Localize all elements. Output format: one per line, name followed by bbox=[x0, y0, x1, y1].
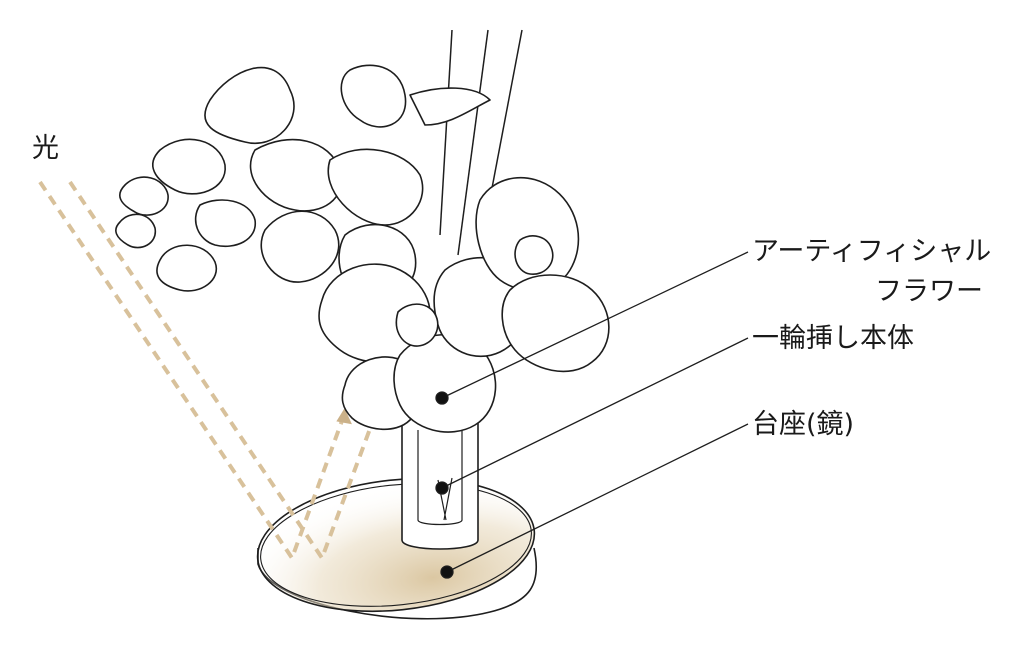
vase-body bbox=[401, 411, 479, 550]
mirror-base bbox=[256, 477, 538, 620]
base-pointer-dot bbox=[440, 565, 454, 579]
leader-lines bbox=[435, 251, 749, 579]
vase-label: 一輪挿し本体 bbox=[752, 323, 914, 354]
artificial-flower bbox=[115, 64, 610, 433]
base-label: 台座(鏡) bbox=[752, 409, 855, 440]
light-rays bbox=[38, 180, 376, 563]
light-label: 光 bbox=[32, 133, 59, 164]
artificial-flower-label-line1: アーティフィシャル bbox=[752, 236, 992, 267]
vase-pointer-dot bbox=[435, 481, 449, 495]
artificial-flower-label-line2: フラワー bbox=[875, 276, 983, 307]
flower-pointer-dot bbox=[435, 391, 449, 405]
